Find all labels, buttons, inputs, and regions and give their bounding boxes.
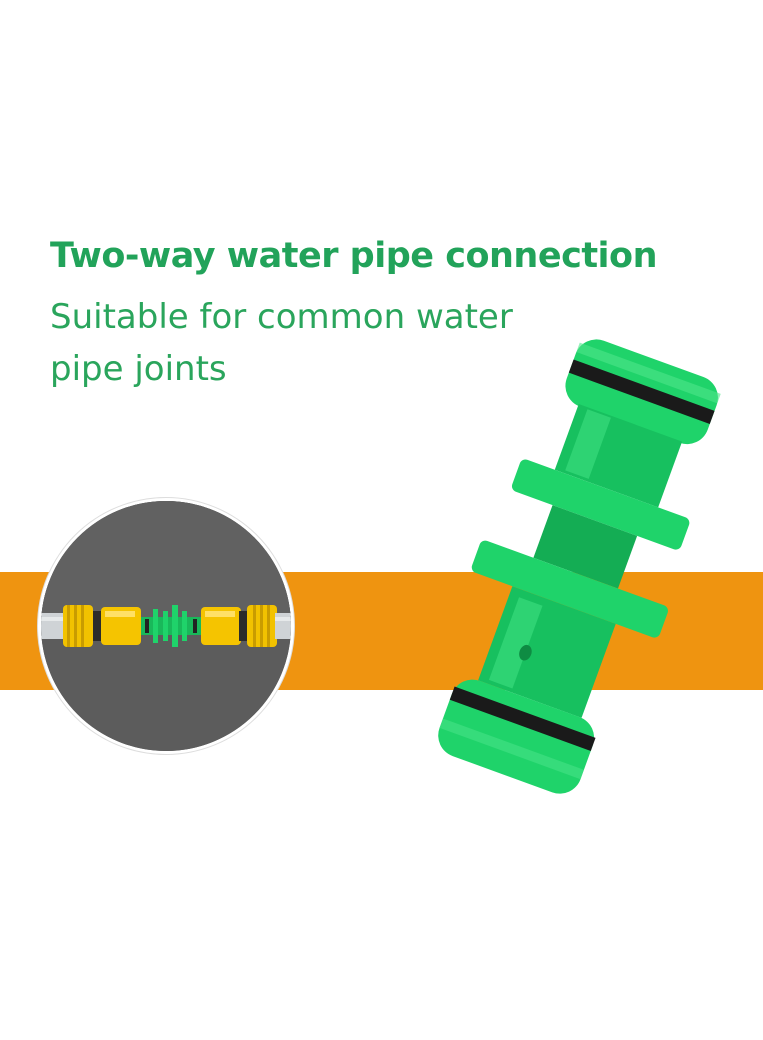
hose-assembly-illustration [41, 501, 291, 751]
hose-connector-illustration [438, 339, 721, 794]
subheadline-line-1: Suitable for common water [50, 297, 513, 337]
headline: Two-way water pipe connection [50, 236, 658, 276]
green-hose-connector-product-image [405, 335, 745, 815]
hose-assembly-inset-image [38, 498, 294, 754]
subheadline-line-2: pipe joints [50, 349, 227, 389]
